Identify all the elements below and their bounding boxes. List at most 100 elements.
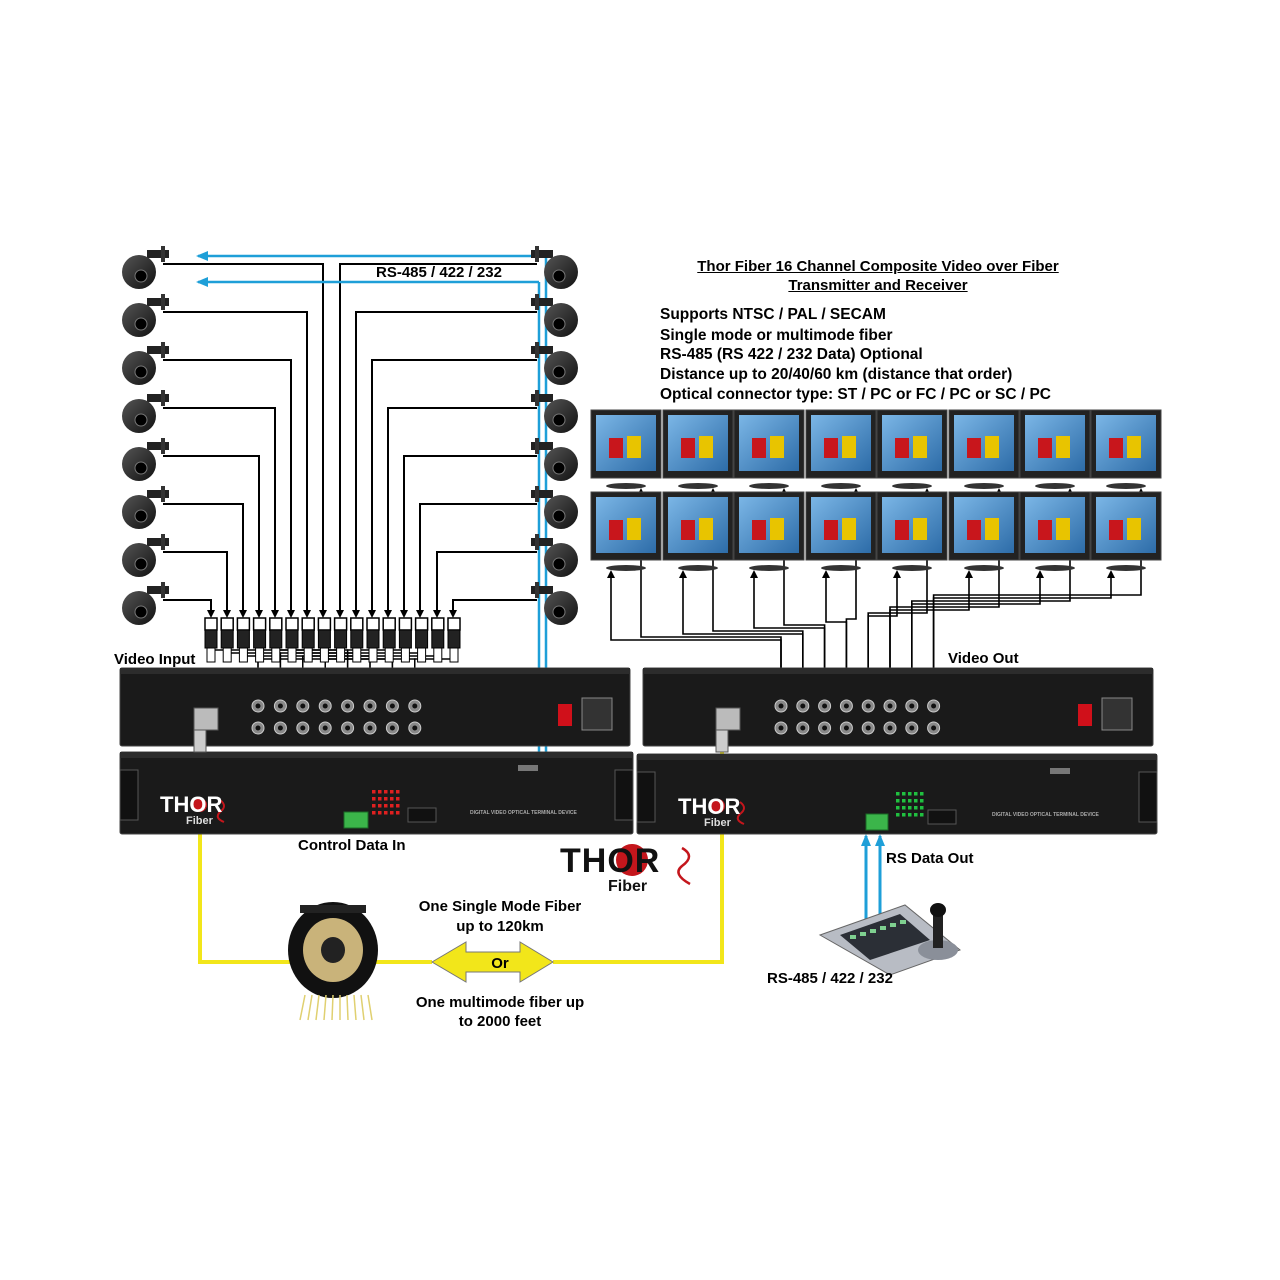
camera-bracket xyxy=(535,534,539,550)
rx-led xyxy=(902,813,906,817)
tx-rack-ear-left xyxy=(119,769,139,821)
camera-bracket xyxy=(535,486,539,502)
camera-right-2-ptz-dome-camera-icon xyxy=(531,294,578,337)
camera-bracket xyxy=(161,582,165,598)
bnc-body-3 xyxy=(236,629,250,649)
monitor-figure-2 xyxy=(627,518,641,540)
camera-right-8-ptz-dome-camera-icon xyxy=(531,582,578,625)
monitor-screen xyxy=(739,497,799,553)
rx-logo-sub: Fiber xyxy=(704,817,731,829)
feature-4: Distance up to 20/40/60 km (distance tha… xyxy=(660,366,1013,383)
single-mode-line-1: One Single Mode Fiber xyxy=(418,898,582,915)
bnc-body-14 xyxy=(415,629,429,649)
bnc-tail-13 xyxy=(400,647,410,663)
rx-led xyxy=(902,799,906,803)
rx-fiber-connector xyxy=(715,729,729,753)
logo-swoosh xyxy=(677,846,691,886)
video-line-right-2 xyxy=(352,311,537,618)
camera-lens xyxy=(134,605,148,619)
bnc-tail-5 xyxy=(271,647,281,663)
device-top-edge xyxy=(643,668,1153,674)
video-line-left-7 xyxy=(163,551,231,618)
bnc-body-2 xyxy=(220,629,234,649)
thor-fiber-logo: THOR Fiber xyxy=(560,842,720,897)
camera-mount xyxy=(147,442,169,450)
monitor-figure-2 xyxy=(1056,436,1070,458)
monitor-screen xyxy=(954,497,1014,553)
video-line-left-3 xyxy=(163,359,295,618)
multimode-line-1: One multimode fiber up xyxy=(415,994,585,1011)
rx-power-switch xyxy=(1078,704,1092,726)
keyboard-key xyxy=(850,935,856,939)
camera-right-6-ptz-dome-camera-icon xyxy=(531,486,578,529)
tx-bnc-port-pin-1 xyxy=(255,703,261,709)
monitor-base xyxy=(964,565,1004,571)
tx-logo-swoosh xyxy=(216,799,225,823)
tx-device-text: DIGITAL VIDEO OPTICAL TERMINAL DEVICE xyxy=(470,810,577,816)
monitor-figure xyxy=(895,520,909,540)
joystick-knob xyxy=(930,903,946,917)
rx-led xyxy=(902,792,906,796)
fiber-choice-double-arrow xyxy=(431,941,554,983)
camera-lens xyxy=(552,557,566,571)
monitor-14-crt-monitor-icon xyxy=(948,491,1020,571)
device-top-edge xyxy=(120,752,633,758)
camera-bracket xyxy=(161,534,165,550)
monitor-figure-2 xyxy=(913,518,927,540)
reel-pigtail xyxy=(331,994,334,1021)
tx-bnc-port-pin-14 xyxy=(367,725,373,731)
monitor-screen xyxy=(811,497,871,553)
bnc-input-7 xyxy=(301,617,315,631)
monitor-screen xyxy=(1025,415,1085,471)
bnc-input-9 xyxy=(333,617,348,631)
tx-logo-text: THOR xyxy=(160,792,223,817)
bnc-body-7 xyxy=(301,629,315,649)
joystick-stick xyxy=(933,910,943,948)
rx-led xyxy=(908,792,912,796)
camera-bracket xyxy=(161,390,165,406)
tx-fiber-port xyxy=(193,707,219,731)
camera-mount xyxy=(531,394,553,402)
rx-bnc-port-pin-5 xyxy=(865,703,871,709)
bnc-tail-8 xyxy=(319,647,329,663)
bnc-tail-11 xyxy=(368,647,378,663)
rx-bnc-port-pin-13 xyxy=(865,725,871,731)
monitor-2-crt-monitor-icon xyxy=(662,409,734,489)
rx-bnc-port-pin-7 xyxy=(909,703,915,709)
camera-mount xyxy=(147,586,169,594)
monitor-screen xyxy=(668,415,728,471)
video-line-left-4 xyxy=(163,407,279,618)
camera-lens xyxy=(134,557,148,571)
camera-mount xyxy=(147,490,169,498)
bnc-input-4 xyxy=(252,617,267,631)
video-out-label: Video Out xyxy=(948,650,1019,667)
video-line-right-4 xyxy=(384,407,537,618)
rx-led xyxy=(896,813,900,817)
rx-led xyxy=(920,799,924,803)
rx-led xyxy=(920,813,924,817)
reel-pigtail xyxy=(367,994,373,1021)
video-line-left-5 xyxy=(163,455,263,618)
bnc-tail-7 xyxy=(303,647,313,663)
rx-led xyxy=(908,806,912,810)
video-line-right-1 xyxy=(336,263,537,618)
camera-bracket xyxy=(535,246,539,262)
reel-pigtail xyxy=(353,994,357,1021)
bnc-body-9 xyxy=(334,629,348,649)
keyboard-key xyxy=(860,932,866,936)
tx-led xyxy=(390,797,394,801)
tx-bnc-port-pin-10 xyxy=(277,725,283,731)
device-top-edge xyxy=(637,754,1157,760)
tx-power-socket xyxy=(581,697,613,731)
monitor-figure-2 xyxy=(1127,436,1141,458)
rx-bnc-port-pin-4 xyxy=(843,703,849,709)
monitor-base xyxy=(749,483,789,489)
tx-label-window xyxy=(407,807,437,823)
camera-mount xyxy=(147,346,169,354)
bnc-input-11 xyxy=(366,617,380,631)
monitor-figure-2 xyxy=(627,436,641,458)
camera-left-6-ptz-dome-camera-icon xyxy=(122,486,169,529)
rx-power-socket xyxy=(1101,697,1133,731)
tx-bnc-port-pin-6 xyxy=(367,703,373,709)
camera-lens xyxy=(134,509,148,523)
